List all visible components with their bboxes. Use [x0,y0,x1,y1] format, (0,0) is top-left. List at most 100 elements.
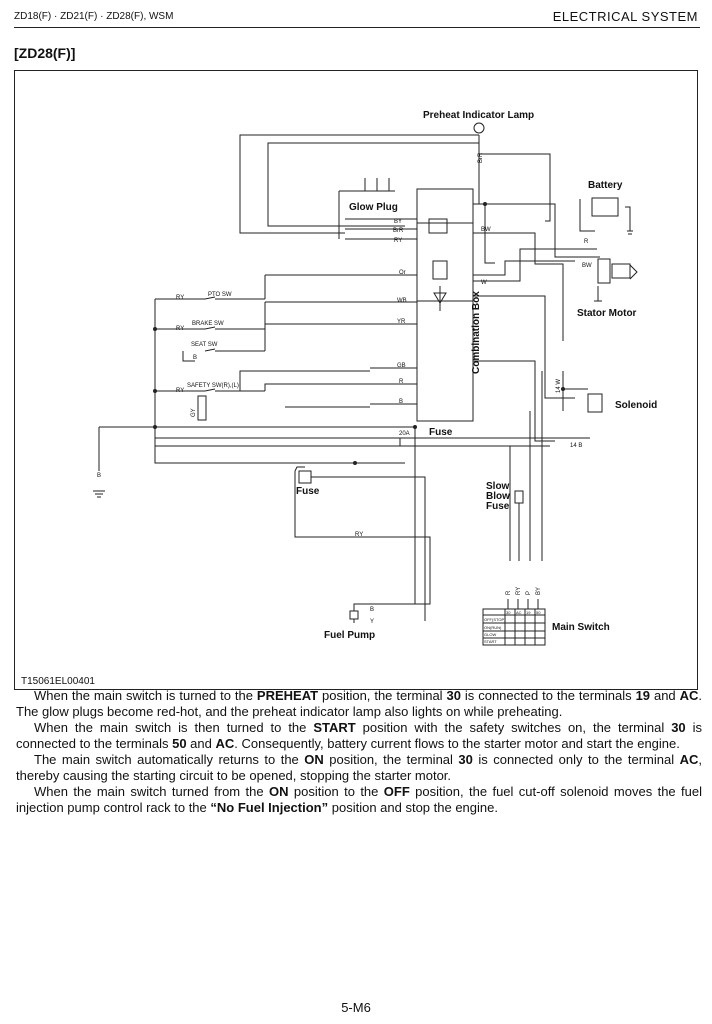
section-title: [ZD28(F)] [14,45,76,61]
wire-w1: W [481,280,487,286]
text-run: . Consequently, battery current flows to… [234,736,680,751]
ms-row-start: START [484,639,497,644]
text-run: 30 [671,720,686,735]
wire-gb: GB [397,363,406,369]
paragraph: When the main switch is then turned to t… [16,720,702,752]
text-run: When the main switch is then turned to t… [34,720,314,735]
wire-wb: WB [397,298,407,304]
wiring-diagram-svg: Preheat Indicator Lamp Glow Plug Battery… [93,110,657,646]
text-run: START [313,720,356,735]
wire-b-ground: B [97,473,101,479]
text-run: is connected to the terminals [16,720,702,751]
wire-bw2: BW [582,263,592,269]
text-run: . The glow plugs become red-hot, and the… [16,688,702,719]
text-run: position with the safety switches on, th… [355,720,672,735]
text-run: AC [215,736,235,751]
text-run: 30 [458,752,473,767]
text-run: 19 [635,688,651,703]
label-battery: Battery [588,180,623,191]
text-run: AC [679,752,699,767]
text-run: is connected only to the terminal [472,752,680,767]
text-run: position, the fuel cut-off solenoid move… [16,784,703,815]
header-rule [14,27,700,28]
text-run: is connected to the terminals [460,688,636,703]
wire-ms-by: BY [536,587,542,595]
wire-ry3: RY [176,388,184,394]
text-run: 30 [446,688,461,703]
label-fuel-pump: Fuel Pump [324,630,375,641]
wire-r2: R [584,239,589,245]
text-run: ON [304,752,324,767]
wire-ry2: RY [176,326,184,332]
ms-col-30: 30 [506,610,511,615]
label-seat-sw: SEAT SW [191,342,218,348]
text-run: OFF [383,784,410,799]
text-run: and [650,688,680,703]
label-slow-blow-3: Fuse [486,501,510,512]
paragraph: When the main switch turned from the ON … [16,784,702,816]
wire-ms-r: R [506,590,512,595]
wire-b-pump: B [370,607,374,613]
page-number: 5-M6 [341,1000,371,1015]
wire-ms-ry: RY [516,587,522,595]
label-slow-blow-2: Blow [486,491,510,502]
wire-by: BY [394,219,402,225]
text-run: position and stop the engine. [328,800,498,815]
wiring-diagram: Preheat Indicator Lamp Glow Plug Battery… [14,70,698,690]
label-combination-box: Combination Box [471,291,482,374]
wire-gy: GY [191,408,197,417]
header-left: ZD18(F) · ZD21(F) · ZD28(F), WSM [14,11,174,22]
paragraph: The main switch automatically returns to… [16,752,702,784]
text-run: 50 [172,736,187,751]
text-run: AC [679,688,699,703]
ms-col-50: 50 [536,610,541,615]
text-run: When the main switch is turned to the [34,688,257,703]
label-fuse-20a-rating: 20A [399,431,410,437]
text-run: The main switch automatically returns to… [34,752,305,767]
text-run: position, the terminal [318,688,447,703]
wire-brr-top: BrR [478,152,484,163]
label-pto-sw: PTO SW [208,292,232,298]
wire-ry1: RY [176,295,184,301]
header-right: ELECTRICAL SYSTEM [552,9,698,24]
label-safety-sw: SAFETY SW(R),(L) [187,383,239,389]
text-run: “No Fuel Injection” [210,800,329,815]
label-fuse: Fuse [296,486,320,497]
text-run: When the main switch turned from the [34,784,269,799]
label-starter-motor: Stator Motor [577,308,637,319]
ms-col-ac: AC [516,610,522,615]
text-run: ON [269,784,289,799]
text-run: position to the [288,784,384,799]
wire-b1: B [193,355,197,361]
wire-14w: 14 W [556,379,562,393]
wire-y-pump: Y [370,619,374,625]
wire-14b: 14 B [570,443,582,449]
figure-id: T15061EL00401 [21,676,95,687]
ms-row-off: OFF(STOP) [484,617,506,622]
wire-r1: R [399,379,404,385]
label-glow-plug: Glow Plug [349,202,398,213]
ms-row-on: ON(RUN) [484,625,502,630]
wire-ry4: RY [394,238,402,244]
wire-b2: B [399,399,403,405]
text-run: and [186,736,216,751]
text-run: PREHEAT [256,688,319,703]
label-slow-blow-1: Slow [486,481,510,492]
paragraph: When the main switch is turned to the PR… [16,688,702,720]
ms-row-glow: GLOW [484,632,496,637]
text-run: position, the terminal [323,752,459,767]
label-main-switch: Main Switch [552,622,610,633]
label-solenoid: Solenoid [615,400,657,411]
wire-bw1: BW [481,227,491,233]
wire-brr: BrR [393,228,404,234]
text-run: , thereby causing the starting circuit t… [16,752,702,783]
label-brake-sw: BRAKE SW [192,321,224,327]
label-preheat-lamp: Preheat Indicator Lamp [423,110,534,121]
label-fuse-20a: Fuse [429,427,453,438]
wire-ry-fuel: RY [355,532,363,538]
wire-ms-p: P [526,591,532,595]
body-text: When the main switch is turned to the PR… [16,688,702,816]
wire-or: Or [399,270,406,276]
wire-yr: YR [397,319,406,325]
ms-col-19: 19 [526,610,531,615]
